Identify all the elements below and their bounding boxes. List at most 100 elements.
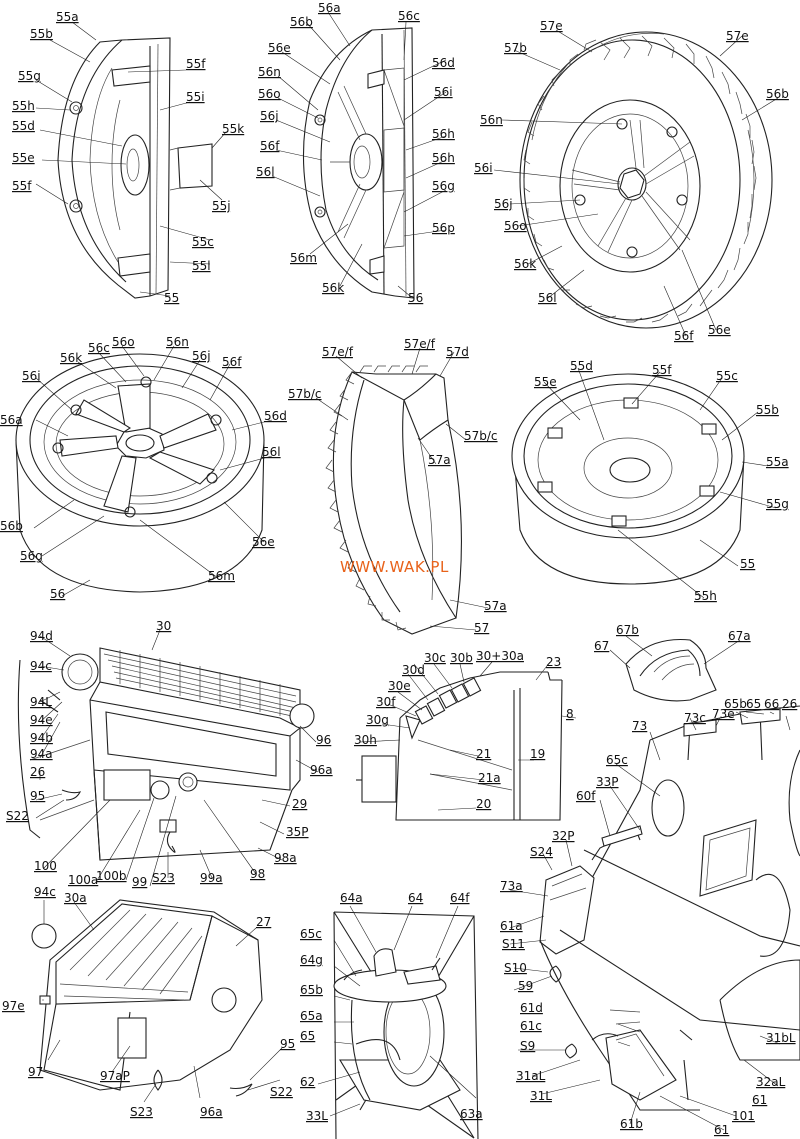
part-label: 97aP	[100, 1069, 130, 1083]
part-label: 65b	[724, 697, 747, 711]
part-label: 55c	[192, 235, 214, 249]
part-label: 57b/c	[288, 387, 322, 401]
part-label: 95	[280, 1037, 295, 1051]
part-label: 60f	[576, 789, 596, 803]
part-label: 56b	[766, 87, 789, 101]
part-label: 55e	[12, 151, 35, 165]
panel-rim-55-assembled	[511, 373, 745, 585]
part-label: 30f	[376, 695, 396, 709]
part-label: 56h	[432, 151, 455, 165]
part-label: 73e	[712, 707, 735, 721]
part-label: 100b	[96, 869, 127, 883]
part-label: 55a	[766, 455, 789, 469]
part-label: 67	[594, 639, 609, 653]
part-label: 57	[474, 621, 489, 635]
part-label: S22	[270, 1085, 293, 1099]
panel-wheel-57	[519, 31, 773, 329]
part-label: 55g	[766, 497, 789, 511]
part-label: 30+30a	[476, 649, 524, 663]
part-label: 65	[300, 1029, 315, 1043]
part-label: 56n	[258, 65, 281, 79]
part-label: 57e/f	[322, 345, 354, 359]
part-label: 94L	[30, 695, 52, 709]
part-label: 64f	[450, 891, 470, 905]
part-label: 56f	[674, 329, 694, 343]
part-label: 56o	[258, 87, 281, 101]
part-label: 56j	[192, 349, 211, 363]
part-label: 55d	[570, 359, 593, 373]
part-label: 96a	[200, 1105, 223, 1119]
part-label: 55f	[652, 363, 672, 377]
part-label: 94c	[30, 659, 52, 673]
part-label: 56f	[222, 355, 242, 369]
part-label: 96a	[310, 763, 333, 777]
part-label: 21a	[478, 771, 501, 785]
part-label: 56j	[260, 109, 279, 123]
part-label: 55	[164, 291, 179, 305]
watermark-text: WWW.WAK.PL	[340, 558, 449, 576]
part-label: 31L	[530, 1089, 552, 1103]
part-label: 66	[764, 697, 779, 711]
part-label: 30c	[424, 651, 446, 665]
part-label: 65	[746, 697, 761, 711]
part-label: 55k	[222, 122, 244, 136]
part-label: 98	[250, 867, 265, 881]
part-label: 26	[782, 697, 797, 711]
part-label: 94d	[30, 629, 53, 643]
part-label: 61b	[620, 1117, 643, 1131]
leader-lines	[33, 11, 791, 1131]
part-label: 32P	[552, 829, 575, 843]
part-label: 32aL	[756, 1075, 786, 1089]
part-label: 63a	[460, 1107, 483, 1121]
part-label: 55l	[192, 259, 211, 273]
part-label: 30	[156, 619, 171, 633]
panel-tire-segment-57	[325, 365, 462, 635]
part-label: 56g	[20, 549, 43, 563]
part-label: S24	[530, 845, 553, 859]
part-label: 56o	[112, 335, 135, 349]
part-label: 30h	[354, 733, 377, 747]
part-label: 56	[408, 291, 423, 305]
part-label: 61	[752, 1093, 767, 1107]
part-label: 57b	[504, 41, 527, 55]
part-label: 33L	[306, 1109, 328, 1123]
part-label: 56b	[290, 15, 313, 29]
part-label: S10	[504, 961, 527, 975]
part-label: 31aL	[516, 1069, 546, 1083]
part-label: 67a	[728, 629, 751, 643]
part-label: 61a	[500, 919, 523, 933]
part-label: 8	[566, 707, 574, 721]
part-label: 64	[408, 891, 423, 905]
panel-hub-half-56	[302, 27, 415, 299]
part-label: 64g	[300, 953, 323, 967]
part-label: 55b	[30, 27, 53, 41]
part-label: 96	[316, 733, 331, 747]
part-label: 57b/c	[464, 429, 498, 443]
part-label: 56k	[514, 257, 536, 271]
part-label: 35P	[286, 825, 309, 839]
part-label: 56a	[318, 1, 341, 15]
part-label: 55c	[716, 369, 738, 383]
part-label: 65a	[300, 1009, 323, 1023]
part-label: 56	[50, 587, 65, 601]
part-label: 98a	[274, 851, 297, 865]
part-label: 27	[256, 915, 271, 929]
part-label: S11	[502, 937, 525, 951]
part-label: 99	[132, 875, 147, 889]
part-label: 61c	[520, 1019, 542, 1033]
part-label: 56e	[252, 535, 275, 549]
part-label: 99a	[200, 871, 223, 885]
part-label: 56f	[260, 139, 280, 153]
part-label: 94c	[34, 885, 56, 899]
part-label: 57a	[428, 453, 451, 467]
part-label: 55a	[56, 10, 79, 24]
part-label: 56c	[398, 9, 420, 23]
part-label: 23	[546, 655, 561, 669]
part-label: 56b	[0, 519, 23, 533]
part-label: 56i	[22, 369, 41, 383]
part-label: S9	[520, 1039, 535, 1053]
part-label: S23	[152, 871, 175, 885]
part-label: S22	[6, 809, 29, 823]
